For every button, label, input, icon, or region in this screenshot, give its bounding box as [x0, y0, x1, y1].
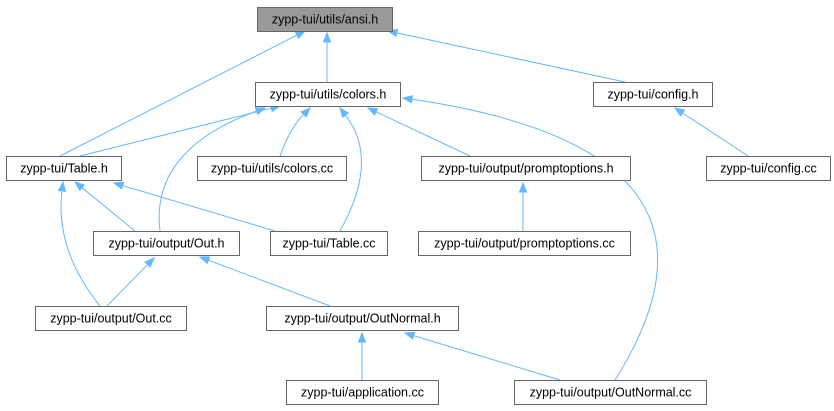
node-prompt-h[interactable]: zypp-tui/output/promptoptions.h: [421, 156, 631, 181]
edge-prompt-h-to-colors-h: [366, 107, 471, 157]
edge-outnormal-cc-to-outnormal-h: [403, 331, 561, 381]
node-config-cc[interactable]: zypp-tui/config.cc: [706, 156, 831, 181]
edge-out-cc-to-out-h: [106, 257, 155, 307]
edge-out-h-to-colors-h: [158, 107, 267, 232]
node-label: zypp-tui/utils/colors.h: [270, 88, 387, 102]
node-label: zypp-tui/config.h: [607, 88, 698, 102]
node-out-cc[interactable]: zypp-tui/output/Out.cc: [35, 306, 187, 331]
edge-table-cc-to-colors-h: [339, 106, 362, 232]
edge-config-h-to-ansi: [386, 28, 626, 83]
node-config-h[interactable]: zypp-tui/config.h: [593, 82, 713, 107]
edge-out-h-to-table-h: [73, 181, 136, 232]
node-ansi[interactable]: zypp-tui/utils/ansi.h: [257, 7, 393, 32]
node-box: [514, 380, 707, 405]
node-box: [706, 156, 831, 181]
node-table-cc[interactable]: zypp-tui/Table.cc: [270, 231, 388, 256]
node-out-h[interactable]: zypp-tui/output/Out.h: [93, 231, 240, 256]
node-box: [197, 156, 347, 181]
node-box: [35, 306, 187, 331]
node-box: [593, 82, 713, 107]
edge-colors-cc-to-colors-h: [279, 107, 311, 157]
node-outnormal-h[interactable]: zypp-tui/output/OutNormal.h: [266, 306, 459, 331]
node-label: zypp-tui/Table.cc: [282, 237, 375, 251]
node-box: [6, 156, 122, 181]
node-box: [270, 231, 388, 256]
node-app-cc[interactable]: zypp-tui/application.cc: [286, 380, 439, 405]
node-label: zypp-tui/utils/colors.cc: [211, 162, 333, 176]
node-label: zypp-tui/config.cc: [720, 162, 817, 176]
node-box: [286, 380, 439, 405]
node-prompt-cc[interactable]: zypp-tui/output/promptoptions.cc: [418, 231, 631, 256]
node-outnormal-cc[interactable]: zypp-tui/output/OutNormal.cc: [514, 380, 707, 405]
edge-outnormal-h-to-out-h: [198, 256, 331, 307]
node-box: [421, 156, 631, 181]
node-box: [266, 306, 459, 331]
node-label: zypp-tui/utils/ansi.h: [272, 13, 378, 27]
node-label: zypp-tui/output/Out.h: [108, 237, 224, 251]
node-box: [257, 7, 393, 32]
nodes: zypp-tui/utils/ansi.h zypp-tui/utils/colo…: [6, 7, 831, 405]
node-colors-h[interactable]: zypp-tui/utils/colors.h: [255, 82, 401, 107]
node-colors-cc[interactable]: zypp-tui/utils/colors.cc: [197, 156, 347, 181]
edge-out-cc-to-table-h: [57, 180, 101, 307]
node-label: zypp-tui/output/promptoptions.cc: [434, 237, 615, 251]
node-label: zypp-tui/output/Out.cc: [50, 312, 172, 326]
edge-prompt-cc-to-prompt-h: [518, 181, 528, 231]
edge-app-cc-to-outnormal-h: [357, 331, 367, 380]
edge-table-cc-to-table-h: [112, 181, 276, 232]
node-box: [255, 82, 401, 107]
node-box: [93, 231, 240, 256]
edge-config-cc-to-config-h: [673, 107, 749, 157]
node-label: zypp-tui/output/OutNormal.h: [284, 312, 440, 326]
node-label: zypp-tui/application.cc: [301, 386, 424, 400]
node-label: zypp-tui/output/OutNormal.cc: [530, 386, 692, 400]
edge-table-h-to-ansi: [59, 30, 307, 157]
edge-outnormal-cc-to-colors-h: [401, 95, 659, 381]
node-label: zypp-tui/output/promptoptions.h: [438, 162, 613, 176]
edge-colors-h-to-ansi: [322, 31, 332, 82]
node-box: [418, 231, 631, 256]
node-table-h[interactable]: zypp-tui/Table.h: [6, 156, 122, 181]
node-label: zypp-tui/Table.h: [20, 162, 108, 176]
